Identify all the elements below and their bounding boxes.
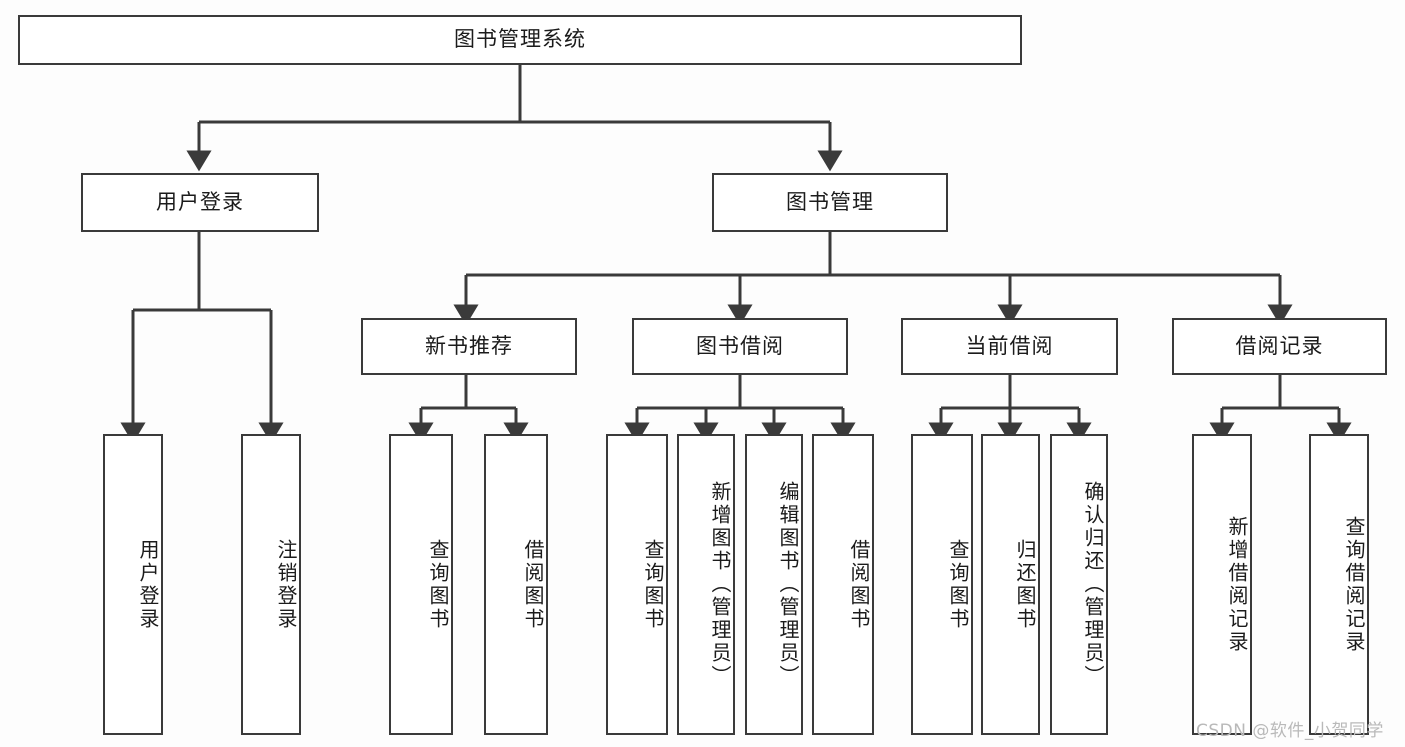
leaf-book-borrow-edit[interactable]: 编辑图书（管理员） [745, 434, 803, 735]
leaf-current-borrow-query[interactable]: 查询图书 [911, 434, 973, 735]
node-label: 用户登录 [156, 189, 244, 214]
csdn-watermark: CSDN @软件_小贺同学 [1196, 721, 1384, 741]
node-label: 归还图书 [1013, 538, 1037, 631]
node-label: 新书推荐 [425, 333, 513, 358]
node-label: 图书借阅 [696, 333, 784, 358]
node-new-book-recommend[interactable]: 新书推荐 [361, 318, 577, 375]
leaf-book-borrow-query[interactable]: 查询图书 [606, 434, 668, 735]
node-label: 确认归还（管理员） [1081, 481, 1105, 688]
leaf-user-login-login[interactable]: 用户登录 [103, 434, 163, 735]
node-label: 借阅图书 [521, 538, 545, 631]
node-label: 借阅图书 [847, 538, 871, 631]
leaf-current-borrow-confirm-return[interactable]: 确认归还（管理员） [1050, 434, 1108, 735]
node-book-management[interactable]: 图书管理 [712, 173, 948, 232]
node-label: 图书管理 [786, 189, 874, 214]
leaf-user-login-logout[interactable]: 注销登录 [241, 434, 301, 735]
leaf-borrow-record-query[interactable]: 查询借阅记录 [1309, 434, 1369, 735]
node-label: 编辑图书（管理员） [776, 481, 800, 688]
node-label: 查询借阅记录 [1342, 515, 1366, 654]
node-label: 当前借阅 [965, 333, 1054, 358]
leaf-borrow-record-add[interactable]: 新增借阅记录 [1192, 434, 1252, 735]
leaf-book-borrow-add[interactable]: 新增图书（管理员） [677, 434, 735, 735]
node-label: 查询图书 [641, 538, 665, 631]
leaf-new-book-query[interactable]: 查询图书 [389, 434, 453, 735]
node-label: 注销登录 [274, 538, 298, 631]
node-label: 新增借阅记录 [1225, 515, 1249, 654]
leaf-current-borrow-return[interactable]: 归还图书 [981, 434, 1040, 735]
node-book-borrow[interactable]: 图书借阅 [632, 318, 848, 375]
node-label: 新增图书（管理员） [708, 481, 732, 688]
node-label: 借阅记录 [1235, 333, 1324, 358]
leaf-book-borrow-lend[interactable]: 借阅图书 [812, 434, 874, 735]
node-root-library-system[interactable]: 图书管理系统 [18, 15, 1022, 65]
node-label: 用户登录 [136, 538, 160, 631]
leaf-new-book-borrow[interactable]: 借阅图书 [484, 434, 548, 735]
node-label: 图书管理系统 [454, 27, 586, 52]
node-borrow-record[interactable]: 借阅记录 [1172, 318, 1387, 375]
node-user-login[interactable]: 用户登录 [81, 173, 319, 232]
node-label: 查询图书 [946, 538, 970, 631]
node-current-borrow[interactable]: 当前借阅 [901, 318, 1118, 375]
node-label: 查询图书 [426, 538, 450, 631]
